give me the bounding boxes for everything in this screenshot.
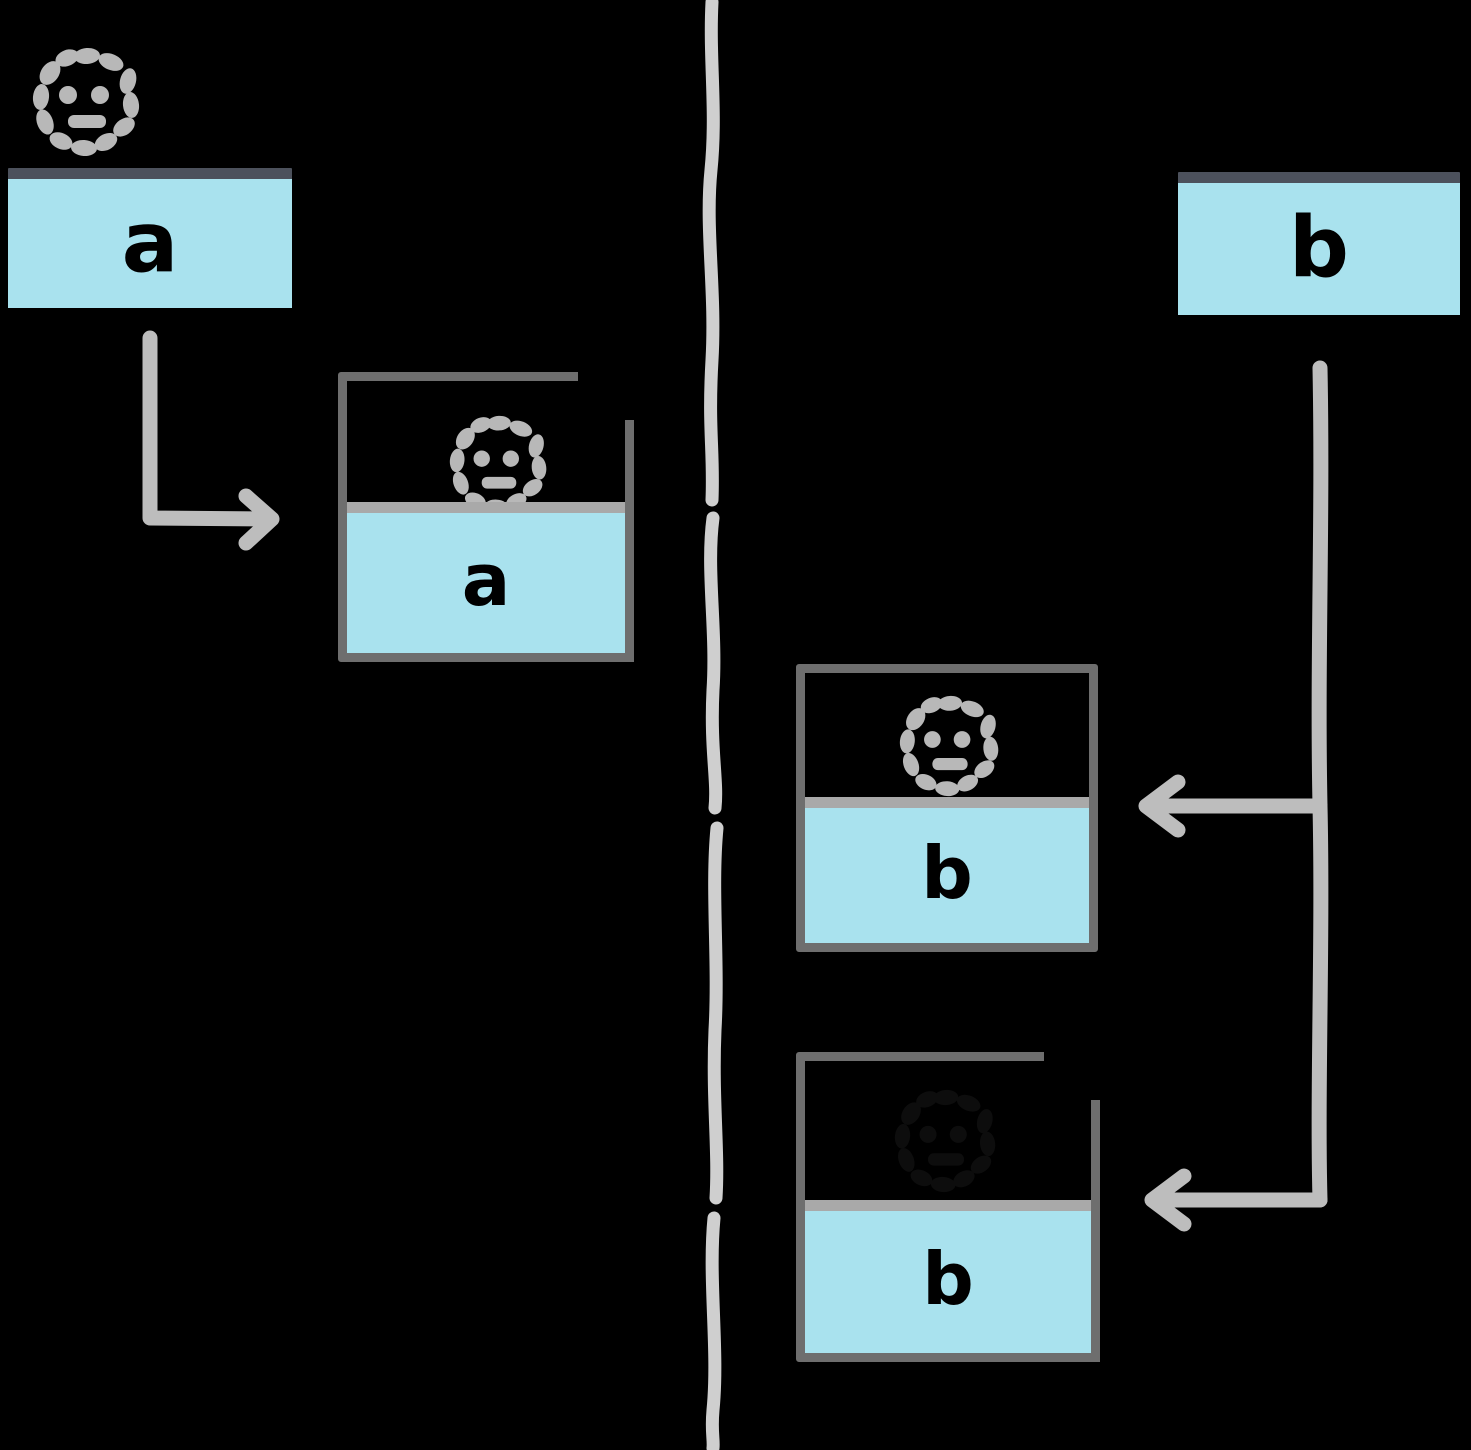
card-separator xyxy=(805,797,1089,808)
right-target-card-2[interactable]: b xyxy=(796,1042,1106,1362)
card-body: a xyxy=(347,513,625,653)
left-source-box[interactable]: a xyxy=(8,168,292,308)
box-body: b xyxy=(1178,183,1460,315)
box-label: b xyxy=(1288,198,1350,297)
card-frame xyxy=(796,664,1098,952)
card-header xyxy=(805,673,1089,799)
card-separator xyxy=(805,1200,1091,1211)
dotted-face-icon xyxy=(894,1088,998,1194)
box-cap-bar xyxy=(8,168,292,182)
box-label: a xyxy=(121,192,179,291)
card-label: b xyxy=(921,830,973,915)
dotted-face-icon xyxy=(449,414,549,516)
box-cap-bar xyxy=(1178,172,1460,186)
card-body: b xyxy=(805,808,1089,943)
dotted-face-icon xyxy=(32,46,142,158)
dotted-face-icon xyxy=(899,694,1001,798)
card-label: b xyxy=(922,1237,974,1322)
card-label: a xyxy=(461,538,511,623)
right-source-box[interactable]: b xyxy=(1178,172,1460,315)
card-body: b xyxy=(805,1211,1091,1353)
right-target-card-1[interactable]: b xyxy=(796,664,1098,952)
card-frame-right-segment xyxy=(625,422,634,662)
card-header xyxy=(805,1061,1091,1187)
box-body: a xyxy=(8,179,292,308)
left-target-card[interactable]: a xyxy=(338,362,640,662)
card-frame-right-segment xyxy=(1091,1102,1100,1362)
card-separator xyxy=(347,502,625,513)
